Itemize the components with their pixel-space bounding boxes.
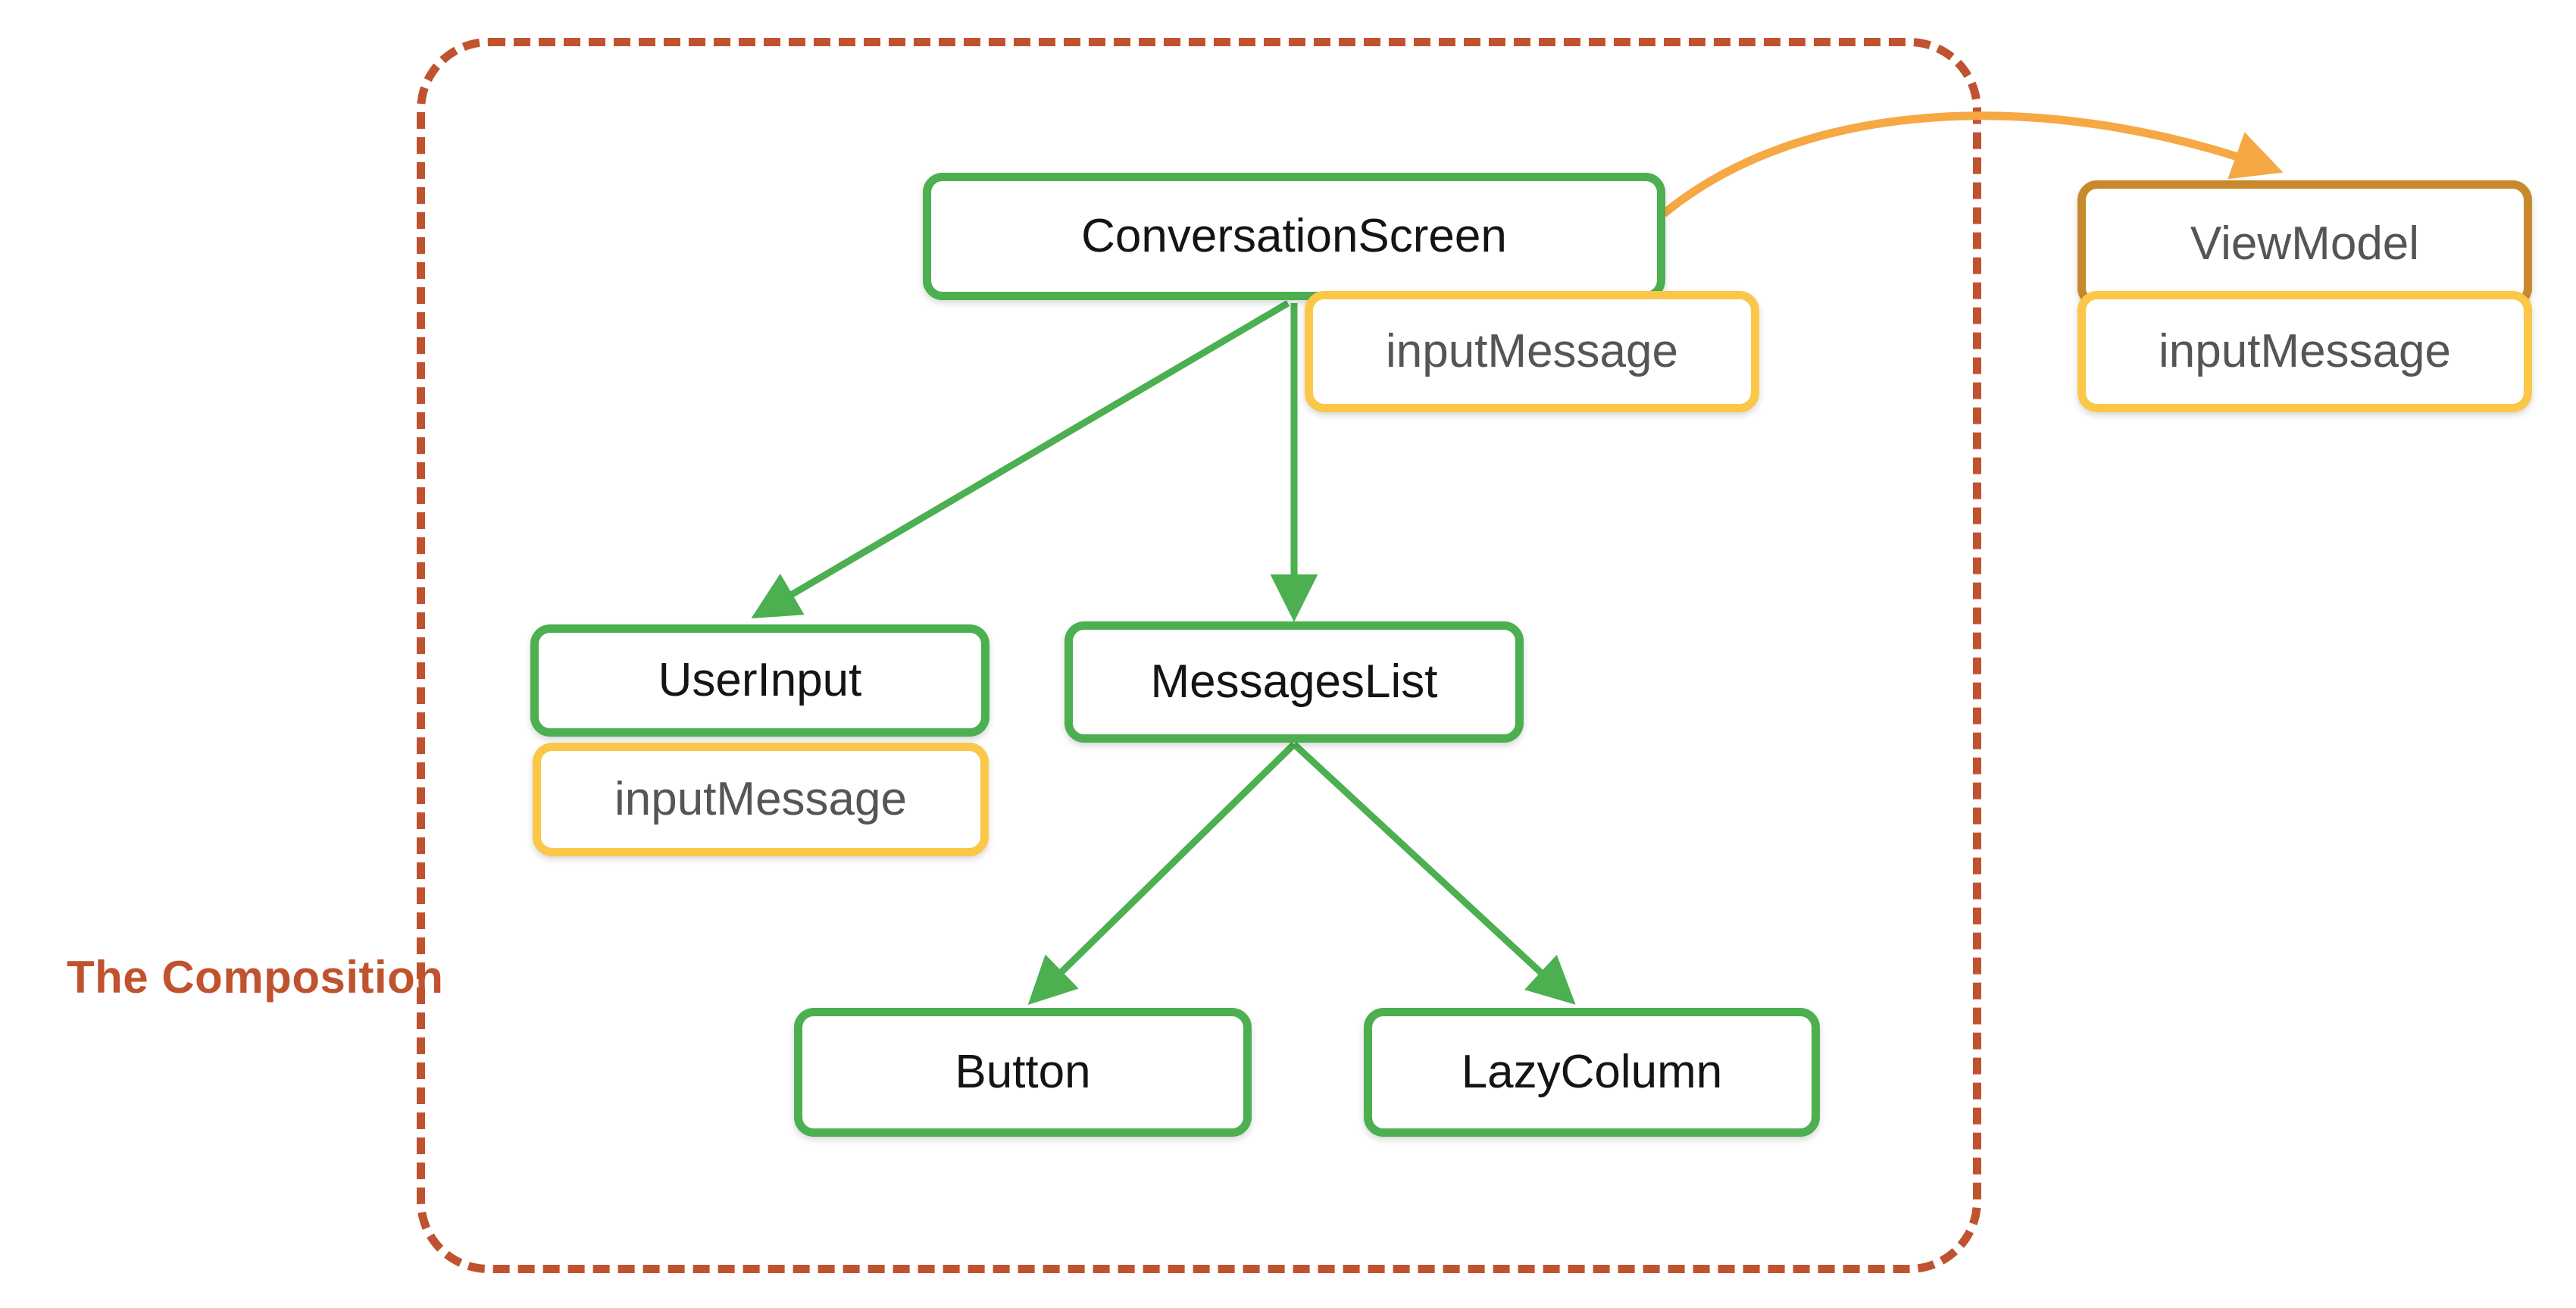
node-lazy-column[interactable]: LazyColumn [1364, 1008, 1820, 1137]
node-view-model-label: ViewModel [2190, 217, 2420, 270]
node-lazy-column-label: LazyColumn [1461, 1046, 1723, 1098]
node-user-input-state-label: inputMessage [614, 773, 908, 825]
node-user-input-state-inputmessage[interactable]: inputMessage [533, 743, 989, 856]
node-button-label: Button [955, 1046, 1091, 1098]
node-messages-list[interactable]: MessagesList [1064, 621, 1524, 743]
node-user-input[interactable]: UserInput [530, 624, 989, 737]
node-view-model-state-inputmessage[interactable]: inputMessage [2077, 291, 2532, 412]
composition-label: The Composition [67, 952, 444, 1003]
node-messages-list-label: MessagesList [1150, 656, 1438, 708]
node-conversation-screen-label: ConversationScreen [1081, 210, 1507, 262]
node-button[interactable]: Button [794, 1008, 1252, 1137]
node-view-model-state-label: inputMessage [2158, 325, 2452, 377]
node-user-input-label: UserInput [658, 654, 862, 706]
node-conversation-screen-state-label: inputMessage [1385, 325, 1679, 377]
node-view-model[interactable]: ViewModel [2077, 180, 2532, 308]
composition-boundary [417, 38, 1981, 1273]
node-conversation-screen-state-inputmessage[interactable]: inputMessage [1305, 291, 1759, 412]
node-conversation-screen[interactable]: ConversationScreen [923, 173, 1665, 300]
